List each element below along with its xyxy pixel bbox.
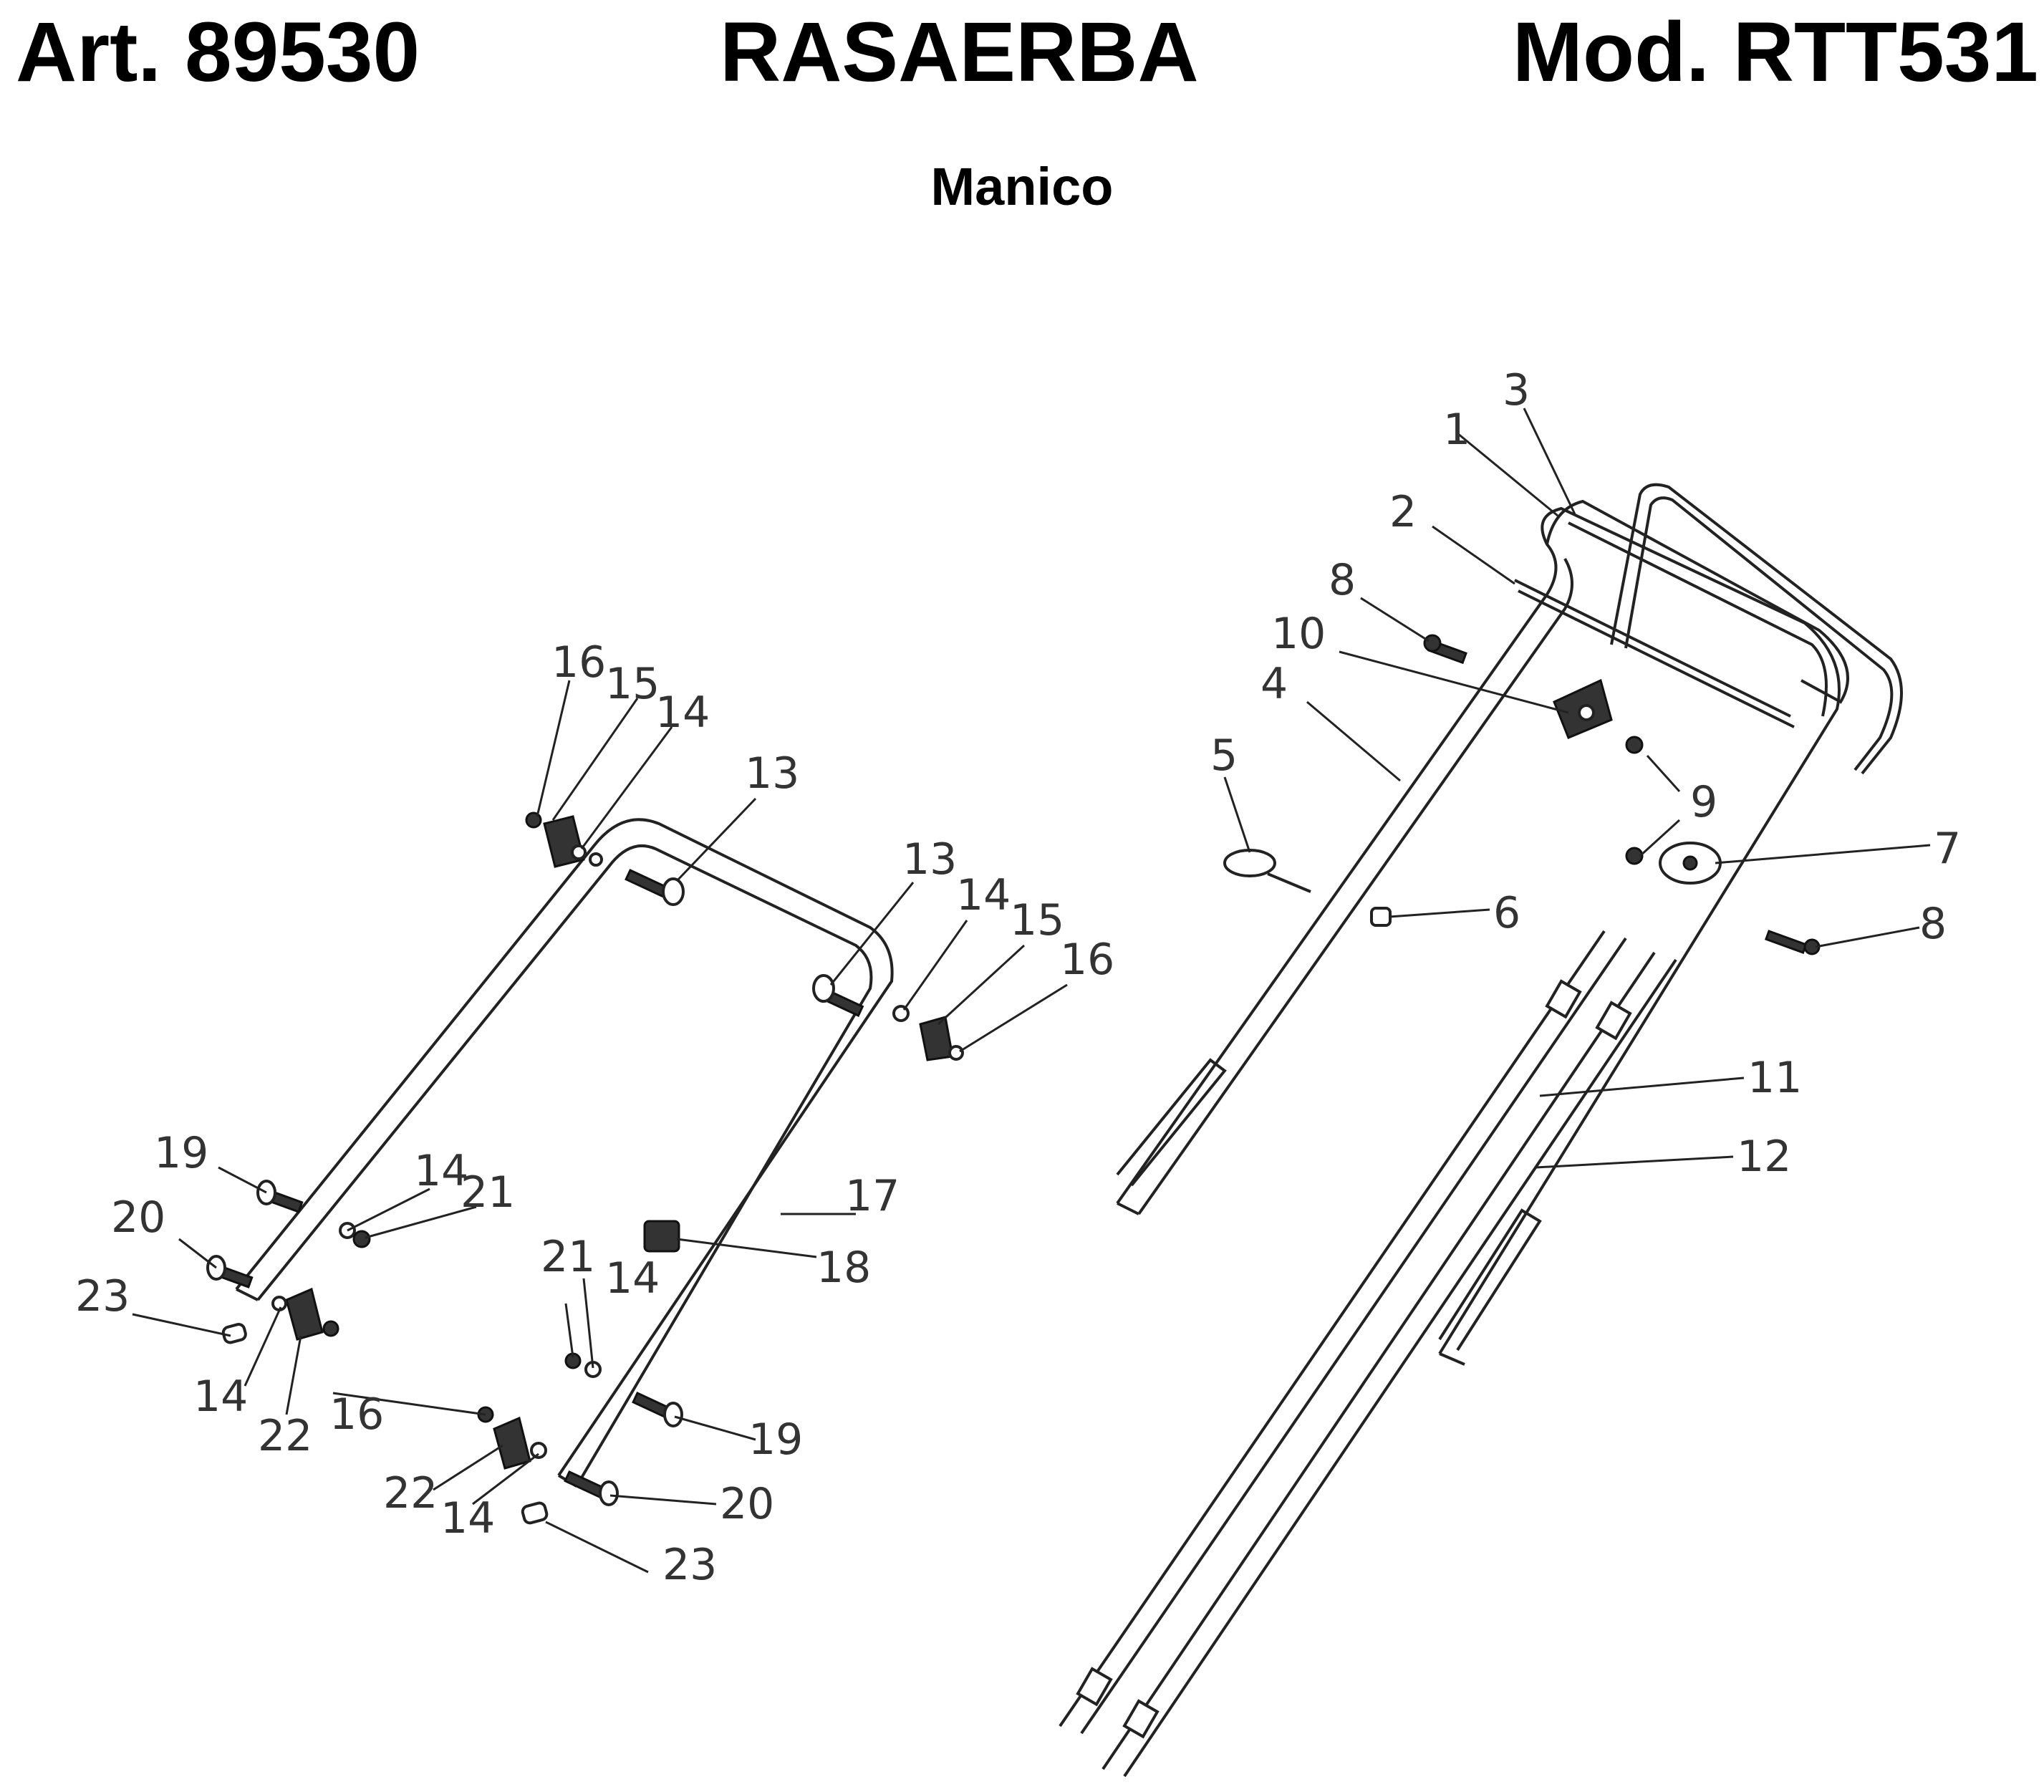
knob-15-top-left <box>525 811 603 868</box>
callout-23-left: 23 <box>75 1271 130 1321</box>
callout-7: 7 <box>1934 824 1961 874</box>
leader-lines-left <box>132 680 1068 1574</box>
callout-21-right: 21 <box>541 1232 595 1282</box>
callout-16-top: 16 <box>551 637 606 688</box>
callout-16-right: 16 <box>1060 935 1114 985</box>
callout-9: 9 <box>1690 777 1717 827</box>
callout-1: 1 <box>1443 405 1470 455</box>
callout-14-right-top: 14 <box>956 870 1011 920</box>
eye-bolt-5 <box>1223 849 1311 893</box>
bolt-19-left <box>256 1180 304 1213</box>
callout-19-right: 19 <box>748 1415 803 1465</box>
callout-23-right: 23 <box>662 1540 717 1590</box>
callout-6: 6 <box>1493 888 1520 938</box>
callout-10: 10 <box>1271 609 1326 659</box>
callout-14-right-mid: 14 <box>605 1253 660 1304</box>
control-cable-11 <box>1059 930 1627 1735</box>
end-cap-23-left <box>221 1323 247 1344</box>
diagram-subtitle: Manico <box>930 157 1114 216</box>
callout-18: 18 <box>816 1243 871 1293</box>
knob-22-left <box>271 1287 339 1341</box>
nut-21-left <box>352 1230 371 1248</box>
knob-15-right <box>892 1005 964 1061</box>
callout-11: 11 <box>1747 1053 1802 1103</box>
callout-14-top: 14 <box>655 688 710 738</box>
bail-rod-2 <box>1514 579 1791 718</box>
callout-20-left: 20 <box>111 1193 165 1243</box>
callout-21-left: 21 <box>461 1167 515 1218</box>
callout-2: 2 <box>1389 487 1417 537</box>
callout-8-lower: 8 <box>1919 899 1947 949</box>
nut-9-lower <box>1625 847 1644 865</box>
bolt-20-right <box>564 1470 619 1506</box>
bolt-13-right <box>812 974 864 1018</box>
lower-handle-tube <box>235 818 894 1488</box>
leader-lines-right <box>1223 408 1931 1169</box>
cable-guide-7 <box>1659 842 1722 885</box>
callout-14-left-mid: 14 <box>414 1146 468 1196</box>
knob-22-right <box>477 1406 547 1470</box>
callout-14-left-bottom: 14 <box>193 1372 248 1422</box>
switch-box-10 <box>1553 678 1613 739</box>
callout-22-right: 22 <box>383 1468 438 1518</box>
callout-3: 3 <box>1503 365 1530 415</box>
callout-20-right: 20 <box>720 1479 774 1529</box>
callout-labels: 3 1 2 8 10 4 5 9 7 6 8 11 12 16 15 14 13… <box>75 365 1961 1590</box>
callout-17: 17 <box>845 1171 900 1221</box>
adjuster-18 <box>643 1220 680 1253</box>
lower-bracket <box>1116 1058 1227 1187</box>
upper-handle-tube <box>1116 506 1841 1366</box>
bolt-13-left <box>625 869 685 906</box>
knob-6 <box>1370 907 1392 927</box>
callout-13-right: 13 <box>902 834 957 885</box>
article-number: Art. 89530 <box>16 5 420 100</box>
callout-13-left: 13 <box>745 748 799 799</box>
bolt-20-left <box>206 1255 254 1288</box>
callout-19-left: 19 <box>154 1128 208 1178</box>
callout-8-upper: 8 <box>1329 555 1356 605</box>
callout-22-left: 22 <box>258 1411 312 1461</box>
grip-1 <box>1546 499 1849 704</box>
callout-15-right: 15 <box>1010 895 1064 945</box>
callout-12: 12 <box>1737 1132 1791 1182</box>
callout-5: 5 <box>1210 731 1238 781</box>
nut-9-upper <box>1625 736 1644 754</box>
callout-14-right-bottom: 14 <box>440 1493 495 1543</box>
callout-15-top: 15 <box>605 659 660 709</box>
bolt-19-right <box>632 1392 683 1427</box>
callout-16-left-bottom: 16 <box>329 1389 384 1440</box>
bolt-8-lower <box>1764 930 1821 955</box>
lower-handle-assembly <box>132 680 1068 1574</box>
bolt-8-upper <box>1423 634 1467 665</box>
end-cap-23-right <box>521 1501 549 1525</box>
bail-bar-3 <box>1610 483 1903 775</box>
model-number: Mod. RTT531 <box>1512 5 2038 100</box>
upper-handle-assembly <box>1059 408 1931 1778</box>
control-cable-12 <box>1101 951 1677 1778</box>
callout-4: 4 <box>1260 659 1288 709</box>
product-name: RASAERBA <box>720 5 1199 100</box>
